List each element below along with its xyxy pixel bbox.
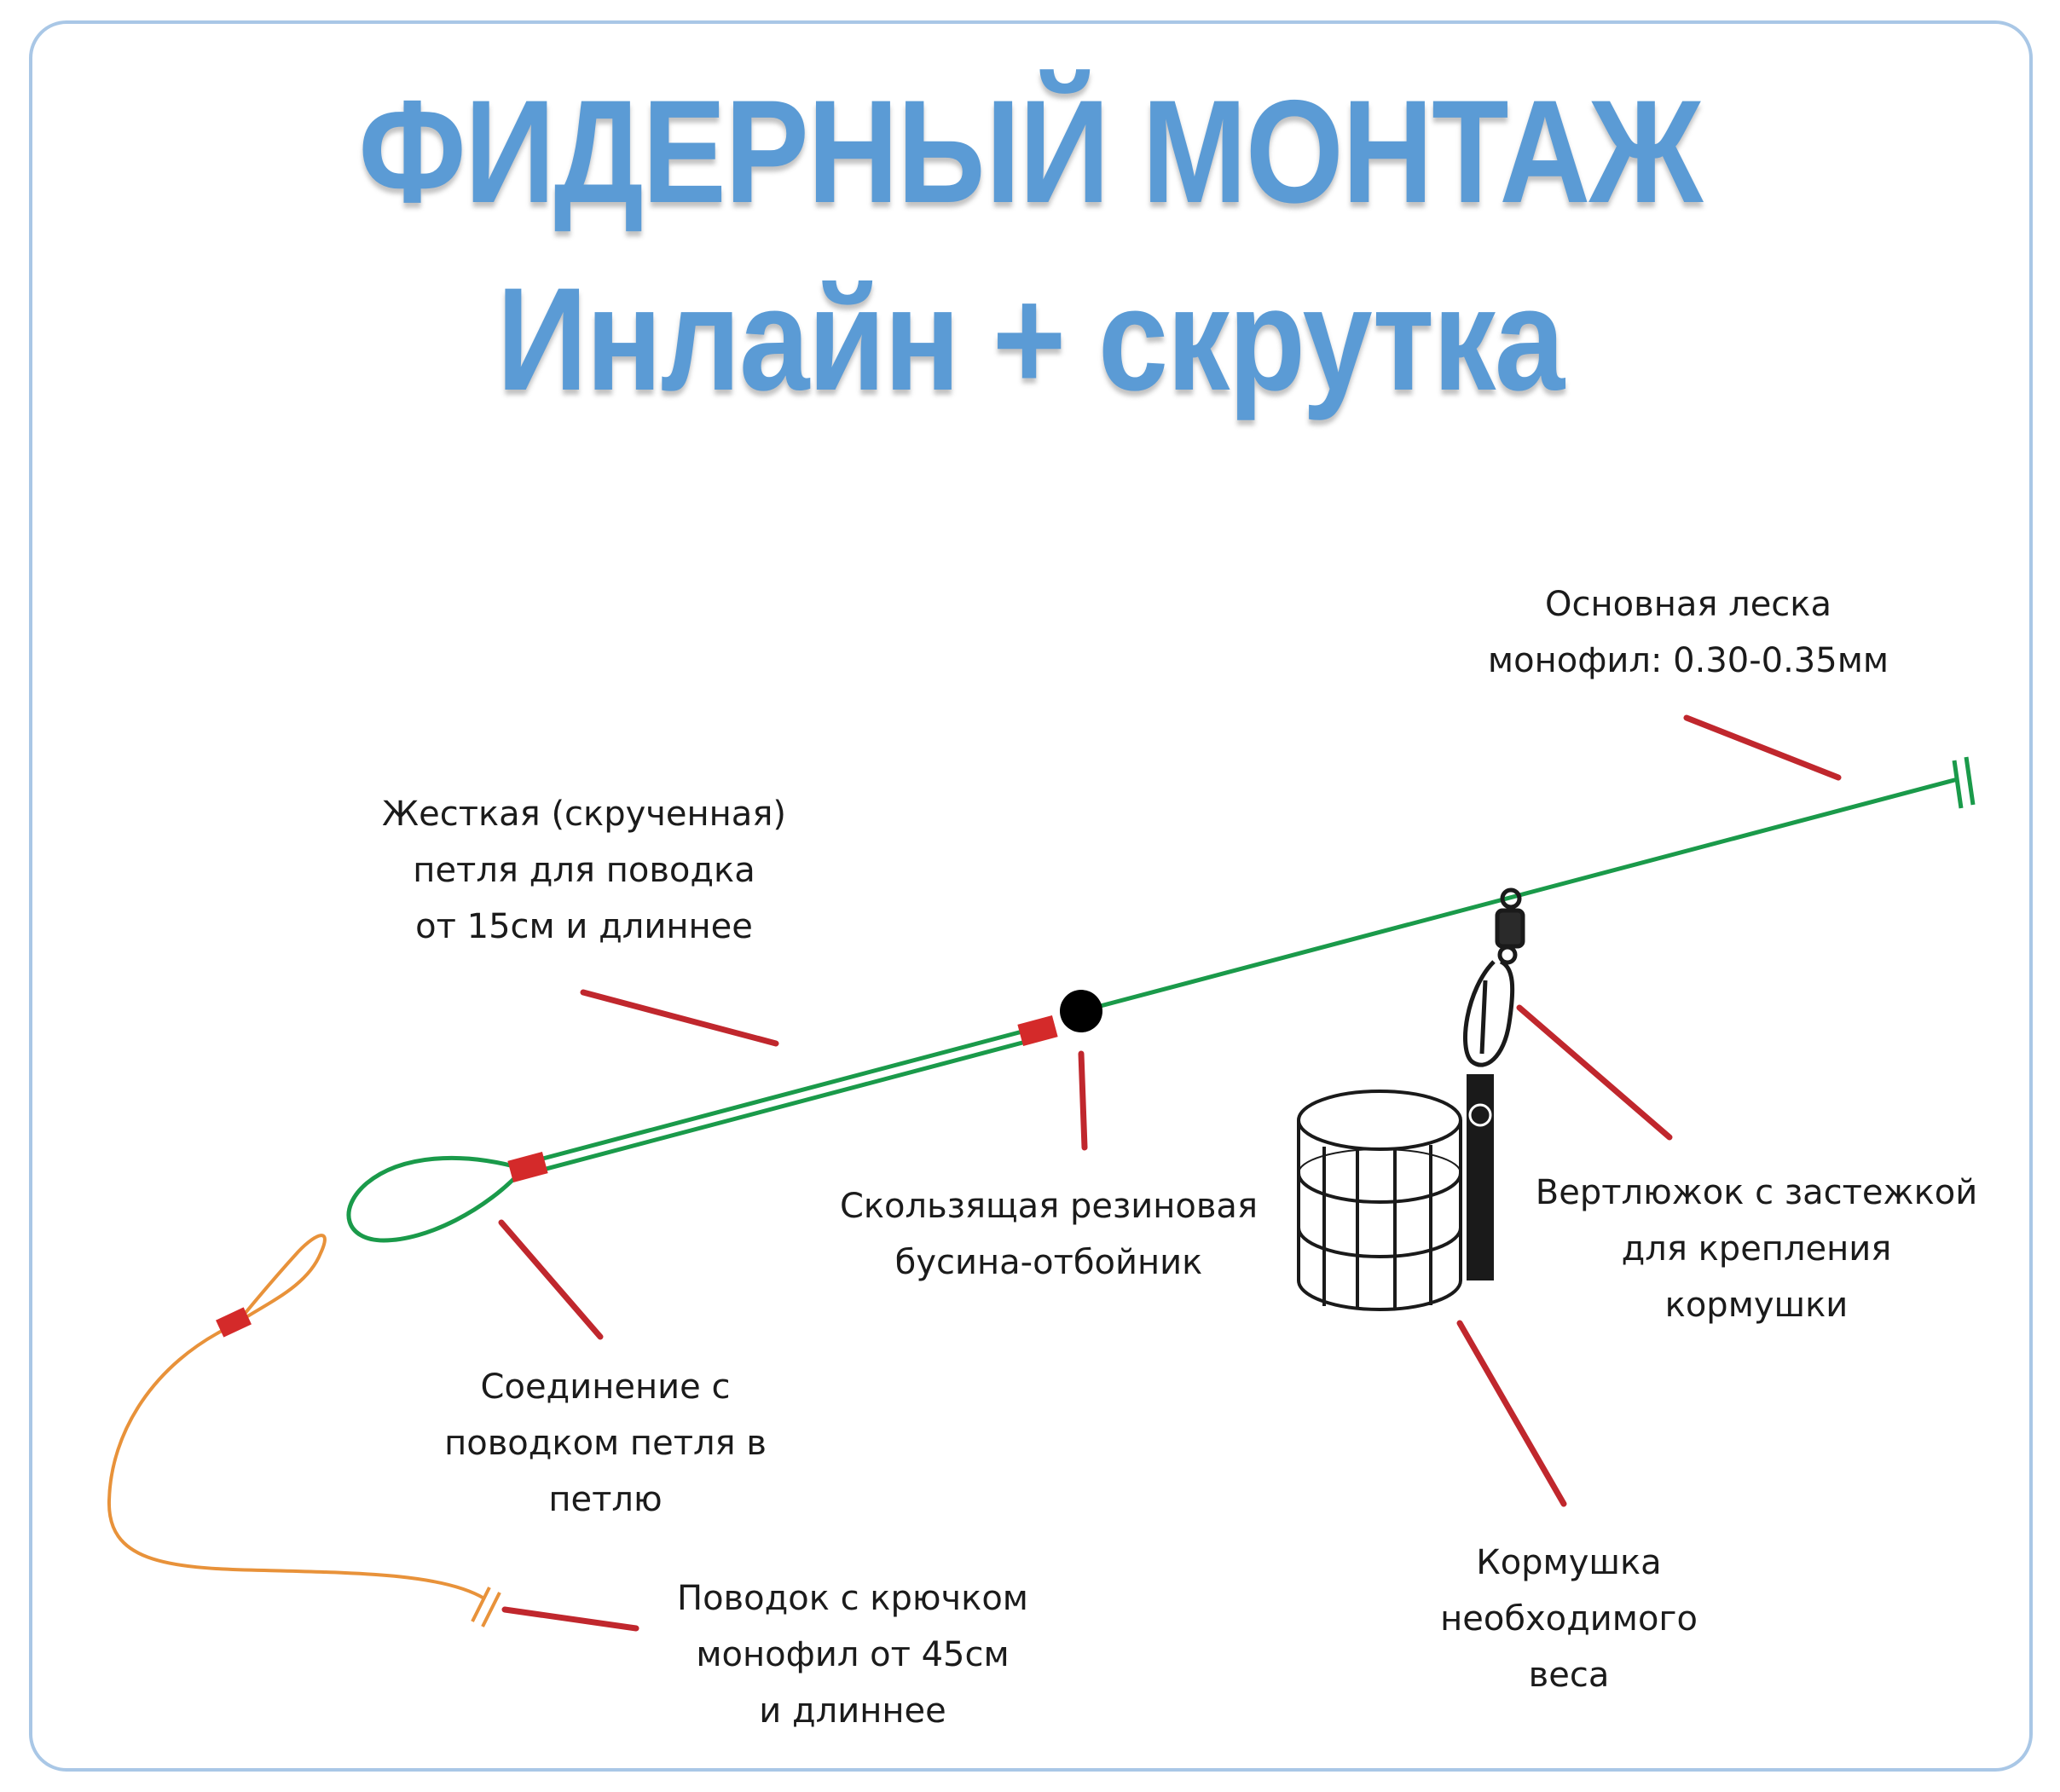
line-end-icon xyxy=(1952,756,1976,809)
label-stiff-loop: Жесткая (скрученная) петля для поводка о… xyxy=(382,795,786,946)
swivel-icon xyxy=(1463,887,1525,1067)
hooklink-line xyxy=(107,1234,486,1600)
label-swivel: Вертлюжок с застежкой для крепления корм… xyxy=(1535,1173,1978,1325)
pointer-swivel xyxy=(1516,1004,1673,1141)
bead-icon xyxy=(1060,990,1102,1032)
loop-sleeve xyxy=(507,1152,548,1182)
pointer-bead xyxy=(1078,1050,1088,1151)
label-hooklink: Поводок с крючком монофил от 45см и длин… xyxy=(677,1579,1028,1731)
diagram-subtitle: Инлайн + скрутка xyxy=(496,257,1565,421)
pointer-hooklink xyxy=(501,1606,639,1632)
twisted-loop-section xyxy=(346,1026,1039,1243)
label-main-line: Основная леска монофил: 0.30-0.35мм xyxy=(1487,585,1889,680)
diagram-frame xyxy=(29,20,2033,1772)
pointer-feeder xyxy=(1456,1320,1567,1507)
pointer-main-line xyxy=(1683,714,1842,781)
label-feeder: Кормушка необходимого веса xyxy=(1440,1543,1698,1695)
feeder-cage-icon xyxy=(1297,1074,1494,1311)
hook-icon xyxy=(471,1587,501,1627)
label-bead: Скользящая резиновая бусина-отбойник xyxy=(839,1187,1259,1282)
label-loop-connection: Соединение с поводком петля в петлю xyxy=(444,1367,767,1519)
pointer-loop-connection xyxy=(498,1219,604,1340)
diagram-title: ФИДЕРНЫЙ МОНТАЖ xyxy=(358,70,1703,234)
hooklink-sleeve xyxy=(216,1307,252,1338)
pointer-stiff-loop xyxy=(580,989,779,1047)
pointer-lines xyxy=(498,714,1842,1632)
bead-sleeve xyxy=(1017,1015,1058,1046)
